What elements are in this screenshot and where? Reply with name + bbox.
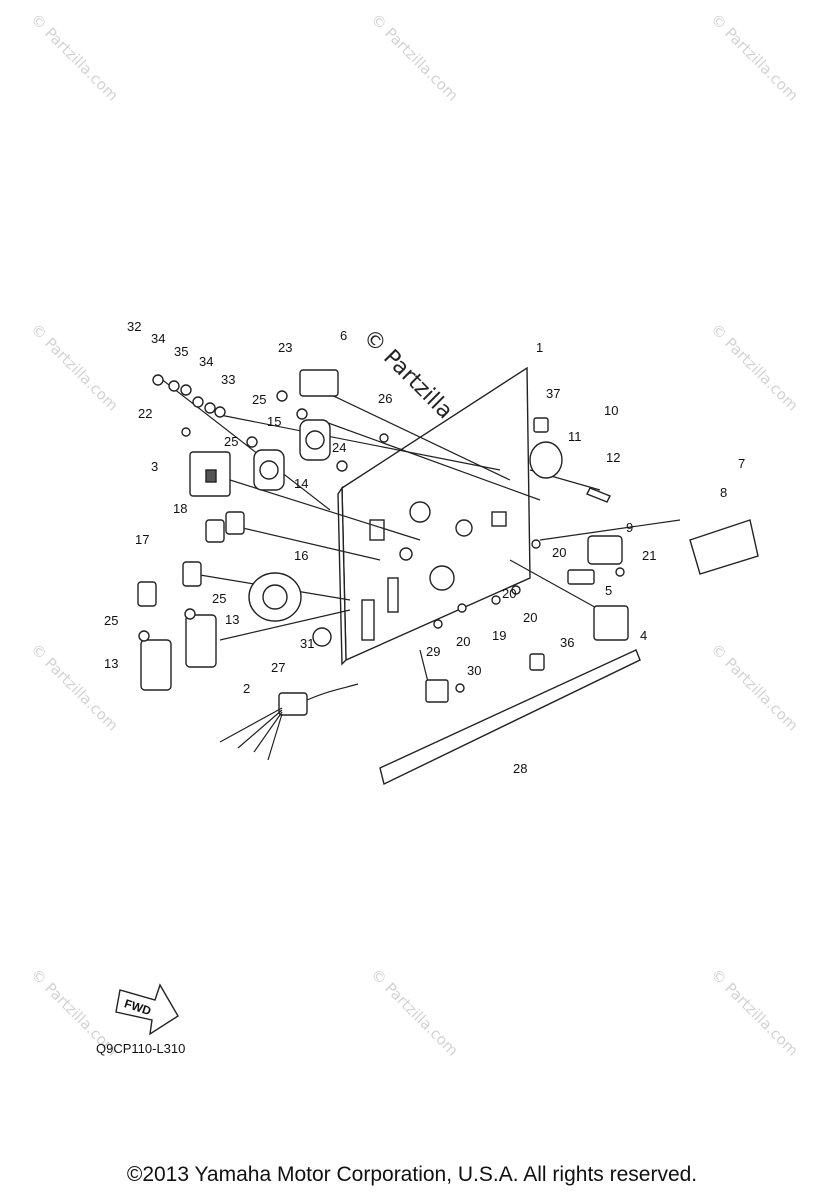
callout-14: 14 [294,476,308,491]
callout-29: 29 [426,644,440,659]
callout-36: 36 [560,635,574,650]
callout-17: 17 [135,532,149,547]
callout-25: 25 [212,591,226,606]
watermark-text: © Partzilla.com [707,320,802,415]
callout-12: 12 [606,450,620,465]
watermark-text: © Partzilla.com [707,640,802,735]
callout-20: 20 [456,634,470,649]
callout-33: 33 [221,372,235,387]
callout-20: 20 [502,586,516,601]
callout-35: 35 [174,344,188,359]
callout-26: 26 [378,391,392,406]
callout-13: 13 [225,612,239,627]
watermark-text: © Partzilla.com [367,965,462,1060]
parts [137,369,759,786]
callout-15: 15 [267,414,281,429]
callout-28: 28 [513,761,527,776]
watermark-text: © Partzilla.com [27,10,122,105]
callout-37: 37 [546,386,560,401]
watermark-text: © Partzilla.com [707,965,802,1060]
callout-16: 16 [294,548,308,563]
callout-11: 11 [568,429,582,444]
callout-6: 6 [340,328,347,343]
callout-24: 24 [332,440,346,455]
callout-2: 2 [243,681,250,696]
callout-9: 9 [626,520,633,535]
callout-34: 34 [199,354,213,369]
callout-32: 32 [127,319,141,334]
callout-8: 8 [720,485,727,500]
callout-23: 23 [278,340,292,355]
callout-18: 18 [173,501,187,516]
watermark-text: © Partzilla.com [27,320,122,415]
callout-13: 13 [104,656,118,671]
watermark-text: © Partzilla.com [27,640,122,735]
callout-34: 34 [151,331,165,346]
fwd-arrow: FWD [115,983,179,1036]
callout-20: 20 [523,610,537,625]
callout-1: 1 [536,340,543,355]
diagram-code: Q9CP110-L310 [96,1041,186,1056]
copyright-notice: ©2013 Yamaha Motor Corporation, U.S.A. A… [126,1163,698,1186]
callout-labels: 1234567891011121313141516171819202020202… [104,319,745,776]
callout-19: 19 [492,628,506,643]
callout-21: 21 [642,548,656,563]
watermark-text: © Partzilla.com [367,10,462,105]
watermark-text: © Partzilla.com [707,10,802,105]
control-panel [337,366,531,666]
callout-3: 3 [151,459,158,474]
callout-27: 27 [271,660,285,675]
callout-25: 25 [224,434,238,449]
callout-25: 25 [104,613,118,628]
callout-5: 5 [605,583,612,598]
callout-31: 31 [300,636,314,651]
callout-10: 10 [604,403,618,418]
callout-20: 20 [552,545,566,560]
callout-4: 4 [640,628,647,643]
callout-30: 30 [467,663,481,678]
callout-7: 7 [738,456,745,471]
callout-22: 22 [138,406,152,421]
callout-25: 25 [252,392,266,407]
